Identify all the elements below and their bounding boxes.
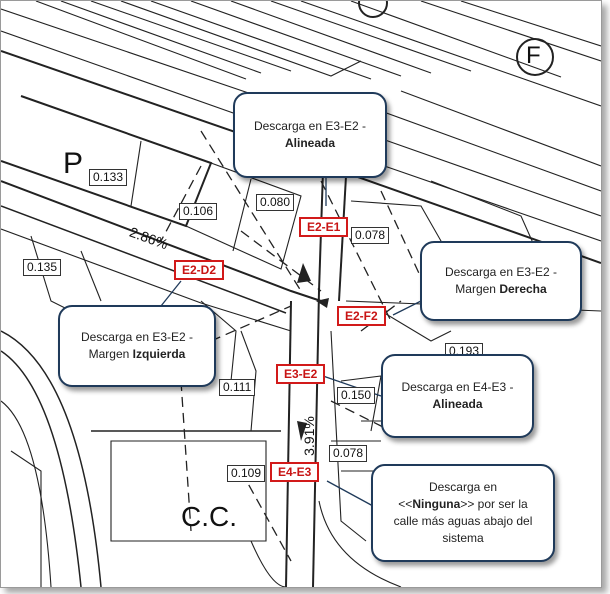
north-circle bbox=[516, 38, 554, 76]
pointer-line bbox=[392, 300, 422, 316]
callout-e2-e1: Descarga en E3-E2 - Alineada bbox=[233, 92, 387, 178]
value-label: 0.109 bbox=[227, 465, 266, 482]
sewer-line bbox=[160, 165, 202, 242]
callout-text: << bbox=[398, 497, 413, 511]
flow-arrow bbox=[316, 298, 329, 308]
callout-text: Descarga en E4-E3 - bbox=[401, 380, 514, 394]
value-label: 0.078 bbox=[351, 227, 390, 244]
node-tag-e3-e2[interactable]: E3-E2 bbox=[276, 364, 326, 384]
callout-e4-e3: Descarga en <<Ninguna>> por ser la calle… bbox=[371, 464, 555, 562]
building-outline bbox=[400, 90, 601, 167]
zone-label-p: P bbox=[63, 147, 84, 180]
building-outline bbox=[270, 1, 472, 72]
callout-e2-d2: Descarga en E3-E2 - Margen Izquierda bbox=[58, 305, 216, 387]
road-edge bbox=[1, 228, 292, 332]
callout-emphasis: Derecha bbox=[499, 282, 547, 296]
building-outline bbox=[120, 1, 362, 77]
callout-text: Descarga en E3-E2 - bbox=[253, 119, 367, 133]
building-outline bbox=[10, 450, 42, 587]
building-outline bbox=[150, 1, 372, 80]
road-edge bbox=[318, 500, 402, 587]
building-outline bbox=[35, 1, 247, 80]
value-label: 0.150 bbox=[337, 387, 376, 404]
value-label: 0.135 bbox=[23, 259, 62, 276]
building-outline bbox=[420, 1, 601, 62]
building-outline bbox=[190, 1, 402, 77]
road-edge bbox=[1, 330, 102, 587]
building-outline bbox=[330, 330, 367, 542]
building-outline bbox=[80, 250, 102, 302]
parcel-outline bbox=[130, 140, 142, 207]
parcel-outline bbox=[110, 440, 267, 542]
sewer-line bbox=[210, 305, 292, 342]
road-edge bbox=[338, 175, 347, 302]
road-edge bbox=[1, 205, 287, 314]
callout-text: Descarga en E3-E2 - bbox=[80, 330, 194, 344]
pointer-line bbox=[160, 280, 182, 307]
road-edge bbox=[285, 300, 292, 587]
road-edge bbox=[1, 180, 322, 302]
street-map bbox=[1, 1, 601, 587]
road-edge bbox=[1, 350, 82, 587]
zone-label-cc: C.C. bbox=[181, 501, 237, 532]
building-outline bbox=[300, 1, 601, 107]
map-frame: P C.C. F 0.133 0.106 0.080 0.078 0.135 0… bbox=[0, 0, 602, 588]
callout-text: >> por ser la bbox=[460, 497, 528, 511]
value-label: 0.078 bbox=[329, 445, 368, 462]
callout-text: sistema bbox=[442, 531, 484, 545]
building-outline bbox=[460, 1, 601, 47]
callout-text: Descarga en E3-E2 - bbox=[444, 265, 558, 279]
sewer-line bbox=[240, 230, 322, 292]
value-label: 0.106 bbox=[179, 203, 218, 220]
callout-emphasis: Alineada bbox=[432, 397, 483, 411]
slope-label: 3.91% bbox=[300, 416, 317, 456]
callout-emphasis: Alineada bbox=[284, 136, 335, 150]
building-outline bbox=[60, 1, 262, 74]
north-label: F bbox=[526, 42, 541, 69]
building-outline bbox=[380, 110, 601, 192]
marker-circle bbox=[358, 1, 388, 18]
node-tag-e4-e3[interactable]: E4-E3 bbox=[270, 462, 320, 482]
building-outline bbox=[90, 1, 292, 72]
callout-text: calle más aguas abajo del bbox=[393, 514, 533, 528]
callout-emphasis: Ninguna bbox=[412, 497, 461, 511]
sewer-line bbox=[320, 180, 392, 322]
building-outline bbox=[380, 310, 452, 342]
value-label: 0.111 bbox=[219, 379, 256, 396]
parcel-outline bbox=[1, 95, 213, 228]
building-outline bbox=[350, 1, 562, 78]
flow-arrow bbox=[297, 421, 307, 441]
value-label: 0.133 bbox=[89, 169, 128, 186]
callout-e3-e2: Descarga en E4-E3 - Alineada bbox=[381, 354, 534, 438]
callout-text: Margen bbox=[455, 282, 500, 296]
parcel-outline bbox=[232, 178, 252, 252]
callout-text: Descarga en bbox=[428, 480, 498, 494]
flow-arrow bbox=[297, 263, 311, 283]
road-edge bbox=[312, 290, 320, 587]
node-tag-e2-f2[interactable]: E2-F2 bbox=[337, 306, 386, 326]
value-label: 0.080 bbox=[256, 194, 295, 211]
building-outline bbox=[230, 1, 432, 74]
sewer-line bbox=[180, 380, 192, 532]
building-outline bbox=[1, 400, 52, 587]
pointer-line bbox=[326, 480, 374, 507]
node-tag-e2-e1[interactable]: E2-E1 bbox=[299, 217, 349, 237]
road-edge bbox=[250, 540, 287, 587]
node-tag-e2-d2[interactable]: E2-D2 bbox=[174, 260, 225, 280]
callout-emphasis: Izquierda bbox=[132, 347, 186, 361]
callout-text: Margen bbox=[88, 347, 133, 361]
callout-e2-f2: Descarga en E3-E2 - Margen Derecha bbox=[420, 241, 582, 321]
building-outline bbox=[240, 330, 257, 432]
sewer-line bbox=[240, 470, 292, 562]
